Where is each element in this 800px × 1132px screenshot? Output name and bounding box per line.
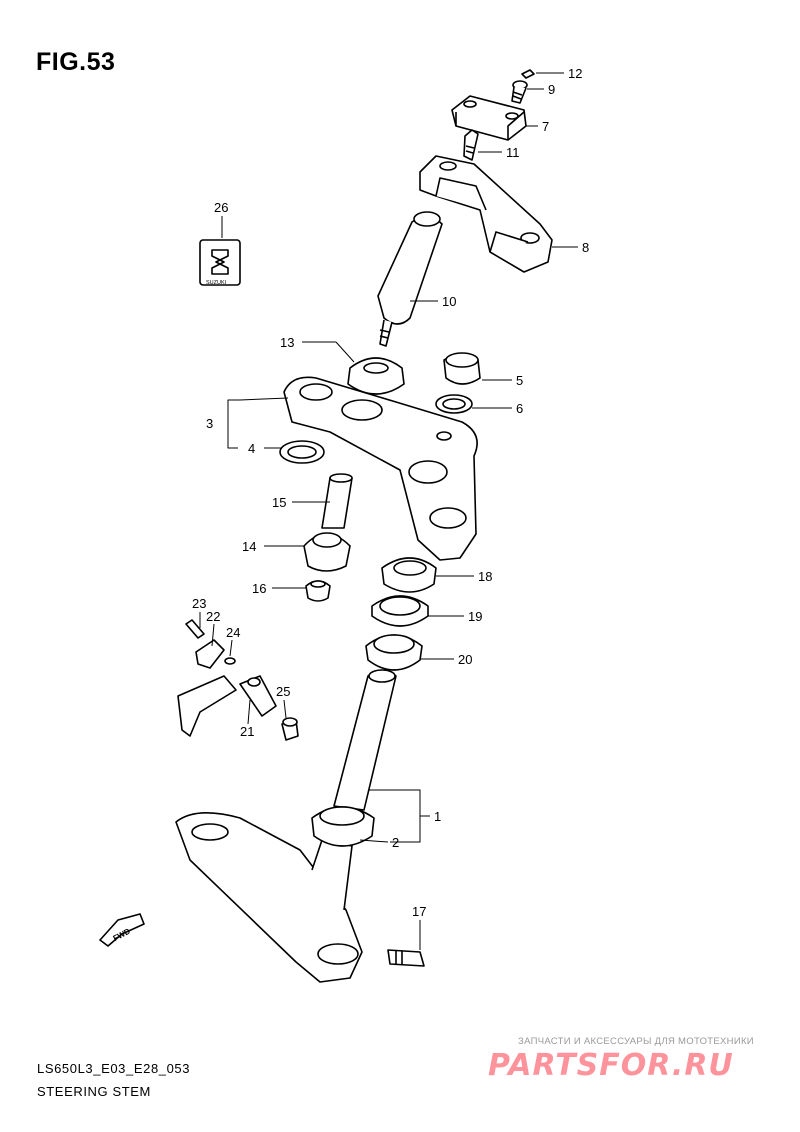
callout-20: 20 [458,652,472,667]
part-8-handlebar-holder [419,155,553,273]
part-24-washer [224,657,236,665]
part-14-rubber-mount [303,532,351,572]
part-17-bolt [387,949,425,967]
part-20-bearing [365,634,423,671]
callout-10: 10 [442,294,456,309]
watermark-logo: PARTSFOR.RU [488,1048,734,1083]
callout-21: 21 [240,724,254,739]
part-5-cap [443,352,481,385]
part-16-grommet [305,580,331,602]
callout-6: 6 [516,401,523,416]
diagram-name: STEERING STEM [37,1084,151,1099]
leader-lines [199,72,578,950]
callout-18: 18 [478,569,492,584]
part-12-cap [521,69,535,79]
part-15-pin [321,473,353,529]
callout-4: 4 [248,441,255,456]
callout-1: 1 [434,809,441,824]
part-3-upper-bracket [283,376,478,561]
callout-22: 22 [206,609,220,624]
figure-title: FIG.53 [36,48,116,76]
callout-19: 19 [468,609,482,624]
part-26-emblem [199,239,241,286]
callout-3: 3 [206,416,213,431]
part-22-clamp [195,639,225,669]
part-18-lock-nut [381,557,437,593]
part-25-plug [281,717,299,741]
callout-8: 8 [582,240,589,255]
part-4-washer [279,440,325,464]
part-10-damper [377,211,443,347]
callout-26: 26 [214,200,228,215]
callout-15: 15 [272,495,286,510]
callout-23: 23 [192,596,206,611]
callout-14: 14 [242,539,256,554]
fwd-arrow-icon [99,913,145,947]
part-19-bearing-seal [371,595,429,627]
callout-5: 5 [516,373,523,388]
part-2-lower-bearing [311,806,375,847]
part-9-bolt [511,80,528,104]
part-13-steering-nut [347,357,405,395]
part-7-handlebar-clamp [451,95,527,141]
callout-13: 13 [280,335,294,350]
callout-7: 7 [542,119,549,134]
callout-12: 12 [568,66,582,81]
callout-25: 25 [276,684,290,699]
emblem-label: SUZUKI [206,280,227,286]
callout-16: 16 [252,581,266,596]
part-1-steering-stem [175,669,397,983]
part-11-bolt [463,129,479,161]
watermark-subtitle: ЗАПЧАСТИ И АКСЕССУАРЫ ДЛЯ МОТОТЕХНИКИ [518,1036,754,1047]
callout-17: 17 [412,904,426,919]
callout-9: 9 [548,82,555,97]
diagram-code: LS650L3_E03_E28_053 [37,1061,191,1076]
callout-2: 2 [392,835,399,850]
callout-11: 11 [506,145,520,160]
callout-24: 24 [226,625,240,640]
part-21-steering-lock [177,675,277,737]
part-6-washer [435,394,473,414]
part-23-screw [185,619,205,639]
